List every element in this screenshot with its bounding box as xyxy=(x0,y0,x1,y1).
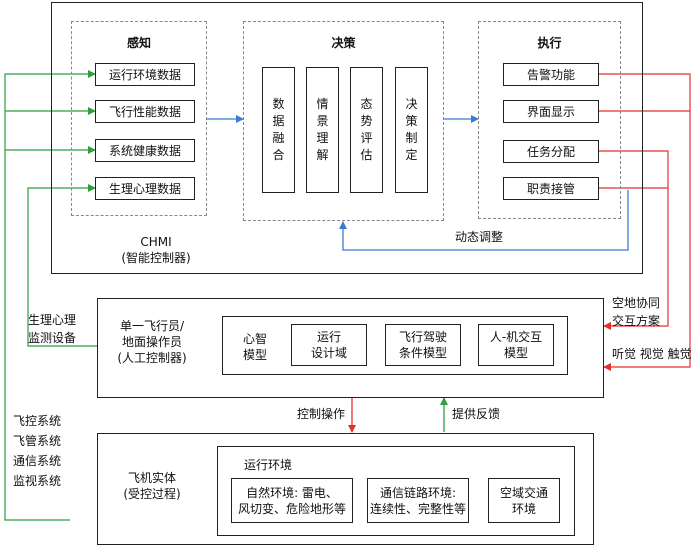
decision-char: 估 xyxy=(360,148,373,162)
physio-monitor-line2: 监测设备 xyxy=(28,331,77,345)
arrow-dynamic-adjustment xyxy=(339,190,629,251)
perception-item-flight-perf: 飞行性能数据 xyxy=(95,100,195,123)
model-human-machine-line2: 模型 xyxy=(503,346,528,360)
decision-char: 评 xyxy=(360,131,373,145)
model-flight-condition: 飞行驾驶 条件模型 xyxy=(385,324,461,366)
wire-green-physio xyxy=(27,184,97,347)
decision-group xyxy=(243,21,444,221)
operator-label-line1: 单一飞行员/ xyxy=(119,319,185,333)
env-comm-link: 通信链路环境: 连续性、完整性等 xyxy=(367,478,469,523)
decision-char: 理 xyxy=(316,131,329,145)
operator-label-line3: (人工控制器) xyxy=(117,351,187,365)
wire-red-task-assign xyxy=(599,150,669,330)
execution-item-task-assign: 任务分配 xyxy=(503,140,599,163)
chmi-label-line1: CHMI xyxy=(140,235,172,249)
decision-char: 情 xyxy=(316,97,329,111)
execution-title: 执行 xyxy=(537,36,562,50)
perception-group xyxy=(71,21,207,216)
decision-char: 定 xyxy=(405,148,418,162)
model-flight-condition-line2: 条件模型 xyxy=(398,346,447,360)
decision-char: 合 xyxy=(272,148,285,162)
aircraft-label-line2: (受控过程) xyxy=(123,487,181,501)
model-mental-line1: 心智 xyxy=(242,332,267,346)
air-ground-line1: 空地协同 xyxy=(612,296,661,310)
physio-monitor-line1: 生理心理 xyxy=(28,313,77,327)
senses-label: 听觉 视觉 触觉 xyxy=(612,347,692,361)
provide-feedback-label: 提供反馈 xyxy=(452,407,501,421)
perception-item-physio: 生理心理数据 xyxy=(95,177,195,200)
model-operational-design-domain: 运行 设计域 xyxy=(291,324,367,366)
chmi-box xyxy=(51,2,643,274)
control-operation-label: 控制操作 xyxy=(297,407,346,421)
env-natural-line1: 自然环境: 雷电、 xyxy=(246,485,338,500)
model-human-machine: 人-机交互 模型 xyxy=(478,324,554,366)
air-ground-label: 空地协同 交互方案 xyxy=(612,294,660,330)
operator-label-line2: 地面操作员 xyxy=(121,335,182,349)
decision-char: 景 xyxy=(316,114,329,128)
env-natural-line2: 风切变、危险地形等 xyxy=(237,501,346,516)
system-surveillance: 监视系统 xyxy=(13,474,62,488)
execution-group xyxy=(478,21,621,219)
aircraft-label-line1: 飞机实体 xyxy=(127,471,176,485)
env-airspace-line2: 环境 xyxy=(511,501,536,516)
decision-col-decision-making: 决策制定 xyxy=(395,67,428,193)
operating-env-title: 运行环境 xyxy=(244,458,293,472)
env-airspace-line1: 空域交通 xyxy=(499,485,548,500)
dynamic-adjustment-label: 动态调整 xyxy=(455,230,504,244)
wire-green-operating-env xyxy=(4,70,96,521)
env-natural: 自然环境: 雷电、 风切变、危险地形等 xyxy=(231,478,353,523)
decision-col-data-fusion: 数据融合 xyxy=(262,67,295,193)
decision-char: 决 xyxy=(405,97,418,111)
decision-char: 数 xyxy=(272,97,285,111)
chmi-label-line2: (智能控制器) xyxy=(121,251,191,265)
system-flight-management: 飞管系统 xyxy=(13,434,62,448)
env-airspace-traffic: 空域交通 环境 xyxy=(488,478,560,523)
aircraft-label: 飞机实体 (受控过程) xyxy=(104,470,200,502)
decision-char: 态 xyxy=(360,97,373,111)
chmi-label: CHMI (智能控制器) xyxy=(106,234,206,266)
perception-item-operating-env: 运行环境数据 xyxy=(95,63,195,86)
decision-char: 势 xyxy=(360,114,373,128)
decision-char: 制 xyxy=(405,131,418,145)
execution-item-alert: 告警功能 xyxy=(503,63,599,86)
model-odd-line2: 设计域 xyxy=(310,346,347,360)
perception-title: 感知 xyxy=(126,36,151,50)
model-flight-condition-line1: 飞行驾驶 xyxy=(398,330,447,344)
execution-item-display: 界面显示 xyxy=(503,100,599,123)
system-communication: 通信系统 xyxy=(13,454,62,468)
decision-char: 据 xyxy=(272,114,285,128)
decision-col-situation-assessment: 态势评估 xyxy=(350,67,383,193)
perception-item-system-health: 系统健康数据 xyxy=(95,139,195,162)
aircraft-systems-list: 飞控系统 飞管系统 通信系统 监视系统 xyxy=(13,411,61,491)
air-ground-line2: 交互方案 xyxy=(612,314,661,328)
model-odd-line1: 运行 xyxy=(316,330,341,344)
decision-col-situation-understanding: 情景理解 xyxy=(306,67,339,193)
decision-char: 融 xyxy=(272,131,285,145)
model-mental-line2: 模型 xyxy=(242,348,267,362)
env-comm-link-line2: 连续性、完整性等 xyxy=(369,501,466,516)
env-comm-link-line1: 通信链路环境: xyxy=(379,485,457,500)
model-mental: 心智 模型 xyxy=(228,331,282,363)
wire-red-alert xyxy=(599,73,691,371)
execution-item-takeover: 职责接管 xyxy=(503,177,599,200)
decision-char: 解 xyxy=(316,148,329,162)
physio-monitor-label: 生理心理 监测设备 xyxy=(28,312,76,346)
decision-char: 策 xyxy=(405,114,418,128)
operator-label: 单一飞行员/ 地面操作员 (人工控制器) xyxy=(102,318,202,366)
decision-title: 决策 xyxy=(331,36,356,50)
model-human-machine-line1: 人-机交互 xyxy=(489,330,543,344)
system-flight-control: 飞控系统 xyxy=(13,414,62,428)
